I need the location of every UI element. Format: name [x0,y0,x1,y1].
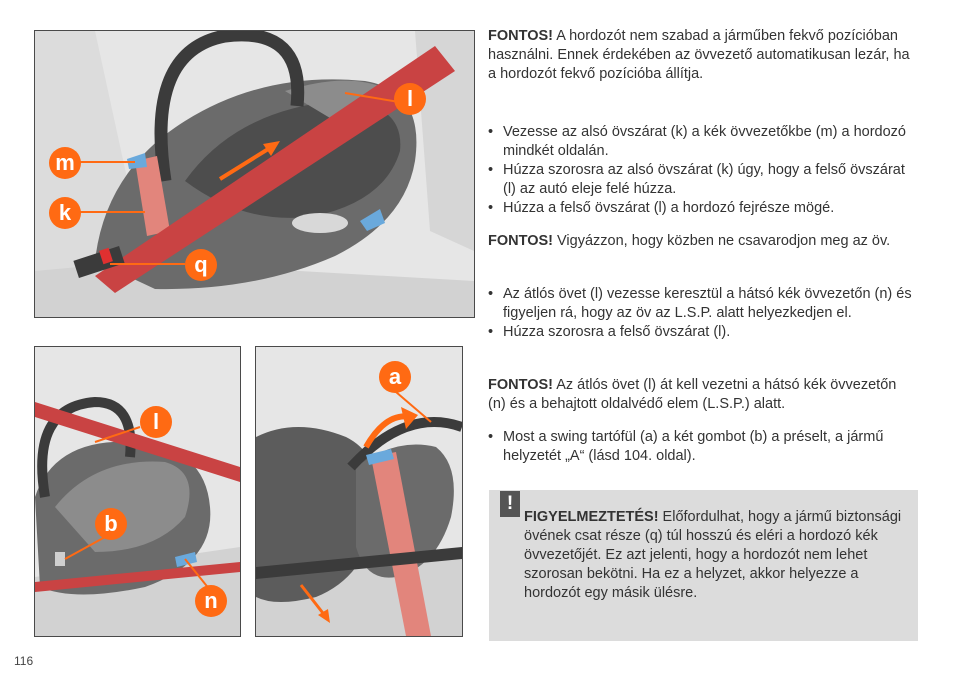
list-item: Az átlós övet (l) vezesse keresztül a há… [488,285,918,323]
important-label: FONTOS! [488,377,553,393]
illustration-side-view: l b n [34,346,241,637]
list-item: Húzza szorosra az alsó övszárat (k) úgy,… [488,161,918,199]
label-badge-q: q [185,249,217,281]
car-seat-side-drawing [35,347,240,636]
bullet-list-3: Most a swing tartófül (a) a két gombot (… [488,428,918,466]
paragraph-text: Az átlós övet (l) át kell vezetni a háts… [488,377,897,412]
label-badge-l: l [394,83,426,115]
warning-body: Előfordulhat, hogy a jármű biztonsági öv… [524,509,902,601]
label-badge-m: m [49,147,81,179]
warning-box [489,490,918,641]
paragraph-text: A hordozót nem szabad a járműben fekvő p… [488,28,910,82]
car-seat-handle-drawing [256,347,462,636]
paragraph-text: Vigyázzon, hogy közben ne csavarodjon me… [552,233,891,249]
bullet-list-1: Vezesse az alsó övszárat (k) a kék övvez… [488,123,918,218]
label-badge-n: n [195,585,227,617]
label-badge-b: b [95,508,127,540]
page-number: 116 [14,654,34,668]
paragraph-important-2: FONTOS! Vigyázzon, hogy közben ne csavar… [488,232,918,251]
warning-icon: ! [500,491,520,517]
list-item: Húzza a felső övszárat (l) a hordozó fej… [488,199,918,218]
label-badge-l: l [140,406,172,438]
important-label: FONTOS! [488,28,553,44]
list-item: Vezesse az alsó övszárat (k) a kék övvez… [488,123,918,161]
illustration-belt-routing: l m k q [34,30,475,318]
list-item: Most a swing tartófül (a) a két gombot (… [488,428,918,466]
paragraph-important-3: FONTOS! Az átlós övet (l) át kell vezetn… [488,376,918,414]
label-badge-a: a [379,361,411,393]
bullet-list-2: Az átlós övet (l) vezesse keresztül a há… [488,285,918,342]
paragraph-important-1: FONTOS! A hordozót nem szabad a járműben… [488,27,918,84]
warning-label: FIGYELMEZTETÉS! [524,509,659,525]
important-label: FONTOS! [488,233,553,249]
warning-text: FIGYELMEZTETÉS! Előfordulhat, hogy a jár… [524,508,904,603]
list-item: Húzza szorosra a felső övszárat (l). [488,323,918,342]
car-seat-drawing [35,31,474,317]
illustration-swing-handle: a [255,346,463,637]
label-badge-k: k [49,197,81,229]
